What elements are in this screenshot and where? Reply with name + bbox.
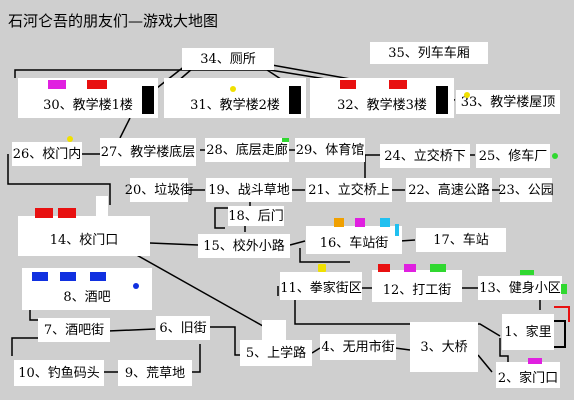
node-5-school-road[interactable]: 5、上学路 <box>240 340 312 366</box>
black-door-bar <box>142 86 154 114</box>
node-10-fishing-pier[interactable]: 10、钓鱼码头 <box>14 360 104 386</box>
red-marker <box>389 80 407 89</box>
magenta-marker <box>404 264 416 272</box>
green-marker <box>282 138 289 142</box>
node-12-work-street[interactable]: 12、打工街 <box>372 270 462 302</box>
red-marker <box>35 208 53 218</box>
node-14-school-gate[interactable]: 14、校门口 <box>18 216 150 256</box>
node-13-fitness-area[interactable]: 13、健身小区 <box>478 276 562 300</box>
node-1-home[interactable]: 1、家里 <box>502 314 554 350</box>
node-19-battle-meadow[interactable]: 19、战斗草地 <box>206 178 292 202</box>
node-11-boxer-district[interactable]: 11、拳家街区 <box>280 272 362 300</box>
yellow-dot <box>464 92 470 98</box>
school-road-ramp <box>262 320 286 342</box>
green-dot <box>552 153 558 159</box>
yellow-dot <box>318 264 326 272</box>
node-32-floor-3[interactable]: 32、教学楼3楼 <box>310 78 454 118</box>
school-gate-roof <box>96 196 108 218</box>
node-18-back-gate[interactable]: 18、后门 <box>228 206 284 226</box>
black-door-bar <box>436 86 448 114</box>
node-15-outer-path[interactable]: 15、校外小路 <box>198 234 290 258</box>
red-marker <box>378 264 390 272</box>
node-35-train-car[interactable]: 35、列车车厢 <box>370 42 488 64</box>
node-7-bar-street[interactable]: 7、酒吧街 <box>38 318 110 342</box>
map-title: 石河仑吾的朋友们—游戏大地图 <box>8 12 219 30</box>
magenta-marker <box>48 80 66 89</box>
green-marker <box>561 284 567 294</box>
green-marker <box>520 270 534 275</box>
blue-marker <box>60 272 76 281</box>
blue-marker <box>32 272 48 281</box>
node-17-station[interactable]: 17、车站 <box>416 228 506 252</box>
blue-marker <box>90 272 106 281</box>
magenta-marker <box>528 358 542 364</box>
red-marker <box>340 80 356 89</box>
node-3-bridge[interactable]: 3、大桥 <box>410 322 478 372</box>
blue-dot <box>133 283 139 289</box>
node-34-toilet[interactable]: 34、厕所 <box>182 48 274 70</box>
cyan-marker <box>395 224 399 236</box>
red-marker <box>58 208 76 218</box>
orange-marker <box>334 218 344 227</box>
node-26-inside-gate[interactable]: 26、校门内 <box>12 142 82 166</box>
node-33-roof[interactable]: 33、教学楼屋顶 <box>456 90 560 114</box>
node-22-highway[interactable]: 22、高速公路 <box>406 178 492 202</box>
node-20-garbage-street[interactable]: 20、垃圾街 <box>125 178 193 202</box>
node-27-ground-floor[interactable]: 27、教学楼底层 <box>100 138 196 166</box>
yellow-dot <box>67 136 73 142</box>
node-4-useless-market[interactable]: 4、无用市街 <box>320 334 396 360</box>
node-16-station-street[interactable]: 16、车站街 <box>306 226 402 254</box>
black-door-bar <box>289 86 301 114</box>
node-28-ground-corridor[interactable]: 28、底层走廊 <box>205 138 289 162</box>
red-door-outline <box>554 306 570 322</box>
green-marker <box>430 264 446 272</box>
red-door-outline <box>554 320 566 348</box>
node-25-garage[interactable]: 25、修车厂 <box>476 144 550 168</box>
node-23-park[interactable]: 23、公园 <box>498 178 554 202</box>
node-31-floor-2[interactable]: 31、教学楼2楼 <box>164 78 306 118</box>
yellow-dot <box>230 86 236 92</box>
node-9-wasteland[interactable]: 9、荒草地 <box>118 360 192 386</box>
node-24-under-overpass[interactable]: 24、立交桥下 <box>380 144 470 168</box>
node-29-gym[interactable]: 29、体育馆 <box>295 138 365 162</box>
node-2-home-gate[interactable]: 2、家门口 <box>496 362 560 388</box>
node-6-old-street[interactable]: 6、旧街 <box>156 316 210 340</box>
red-marker <box>87 80 107 89</box>
node-21-overpass-top[interactable]: 21、立交桥上 <box>306 178 392 202</box>
cyan-marker <box>380 218 390 227</box>
magenta-marker <box>355 218 365 227</box>
